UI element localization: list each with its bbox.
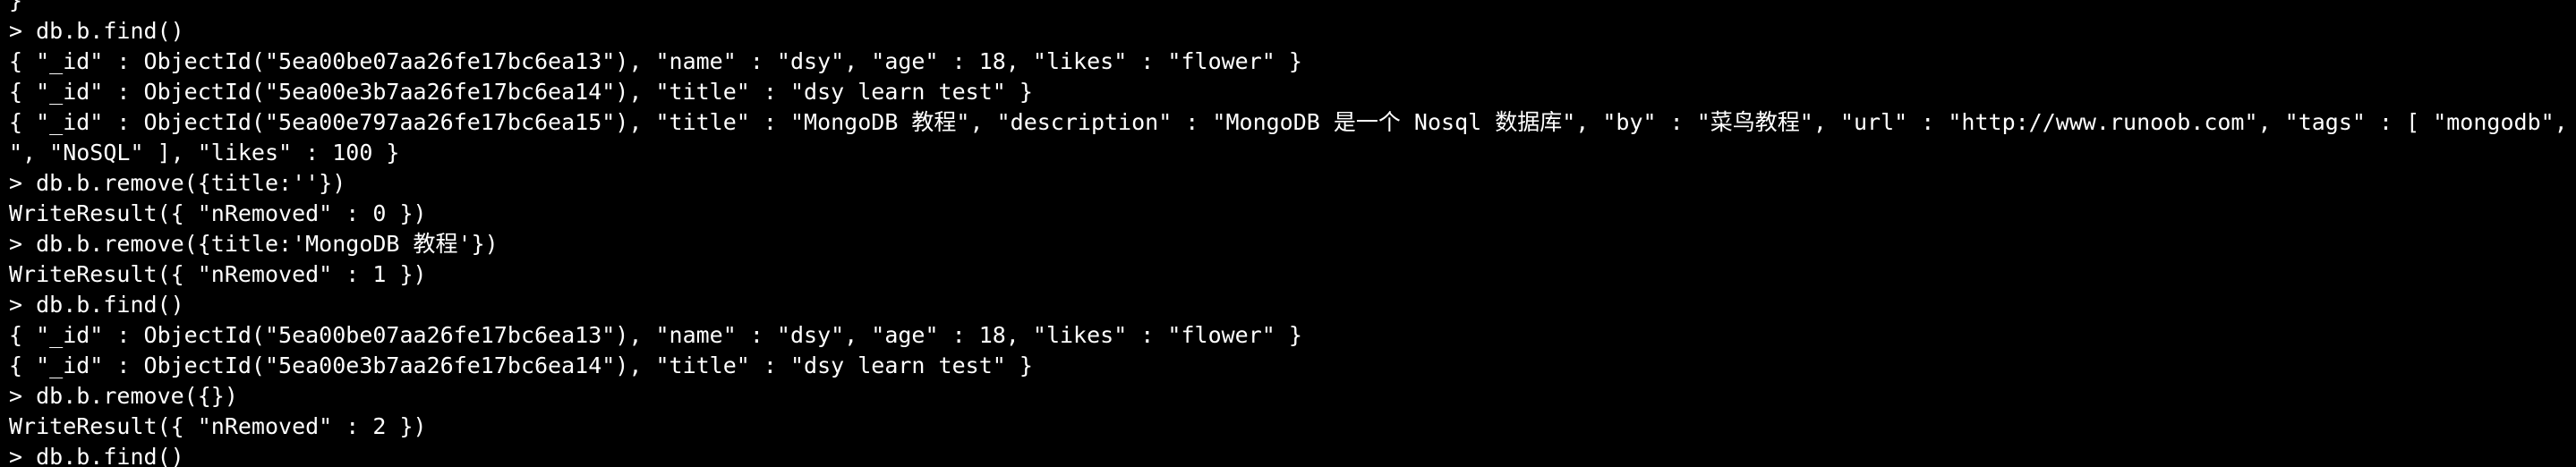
output-line: WriteResult({ "nRemoved" : 2 }) xyxy=(9,413,427,439)
output-line: { "_id" : ObjectId("5ea00be07aa26fe17bc6… xyxy=(9,322,1302,348)
output-line: WriteResult({ "nRemoved" : 1 }) xyxy=(9,261,427,287)
command-line: > db.b.remove({title:'MongoDB 教程'}) xyxy=(9,231,499,257)
output-line: { "_id" : ObjectId("5ea00e3b7aa26fe17bc6… xyxy=(9,352,1033,378)
command-line: > db.b.remove({}) xyxy=(9,383,238,409)
output-line: ", "NoSQL" ], "likes" : 100 } xyxy=(9,140,400,166)
output-line: WriteResult({ "nRemoved" : 0 }) xyxy=(9,200,427,226)
partial-output-line: } xyxy=(9,0,23,13)
command-line: > db.b.remove({title:''}) xyxy=(9,170,346,196)
output-line: { "_id" : ObjectId("5ea00e797aa26fe17bc6… xyxy=(9,109,2576,135)
terminal-output: } > db.b.find() { "_id" : ObjectId("5ea00b… xyxy=(9,0,2576,467)
command-line: > db.b.find() xyxy=(9,292,184,318)
output-line: { "_id" : ObjectId("5ea00e3b7aa26fe17bc6… xyxy=(9,79,1033,105)
command-line: > db.b.find() xyxy=(9,18,184,44)
output-line: { "_id" : ObjectId("5ea00be07aa26fe17bc6… xyxy=(9,48,1302,74)
command-line: > db.b.find() xyxy=(9,444,184,467)
